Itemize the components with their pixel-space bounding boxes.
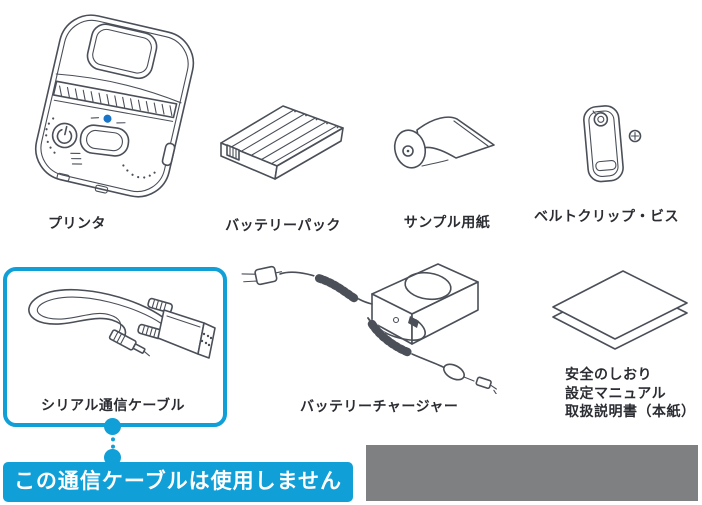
paper-roll-icon: [393, 116, 495, 169]
documents-label-line1: 安全のしおり: [565, 366, 652, 382]
documents-label-line3: 取扱説明書（本紙）: [565, 403, 696, 419]
printer-label: プリンタ: [48, 215, 106, 231]
documents-label: 安全のしおり 設定マニュアル 取扱説明書（本紙）: [565, 365, 696, 421]
printer-icon: [34, 14, 195, 198]
battery-charger-label: バッテリーチャージャー: [300, 398, 459, 414]
documents-label-line2: 設定マニュアル: [565, 384, 667, 401]
battery-pack-icon: [220, 105, 344, 180]
belt-clip-icon: [583, 105, 642, 183]
battery-charger-icon: [241, 263, 498, 394]
battery-pack-label: バッテリーパック: [225, 217, 341, 233]
callout-connector-dot-top: [104, 418, 121, 435]
documents-icon: [552, 270, 688, 350]
callout-connector-dot-bottom: [104, 449, 121, 466]
callout-banner: この通信ケーブルは使用しません: [3, 462, 353, 502]
serial-cable-label: シリアル通信ケーブル: [40, 397, 186, 413]
gray-placeholder-block: [366, 445, 698, 501]
sample-paper-label: サンプル用紙: [403, 214, 491, 230]
belt-clip-label: ベルトクリップ・ビス: [534, 208, 679, 224]
callout-connector-line: [111, 430, 115, 456]
serial-cable-icon: [28, 288, 216, 359]
